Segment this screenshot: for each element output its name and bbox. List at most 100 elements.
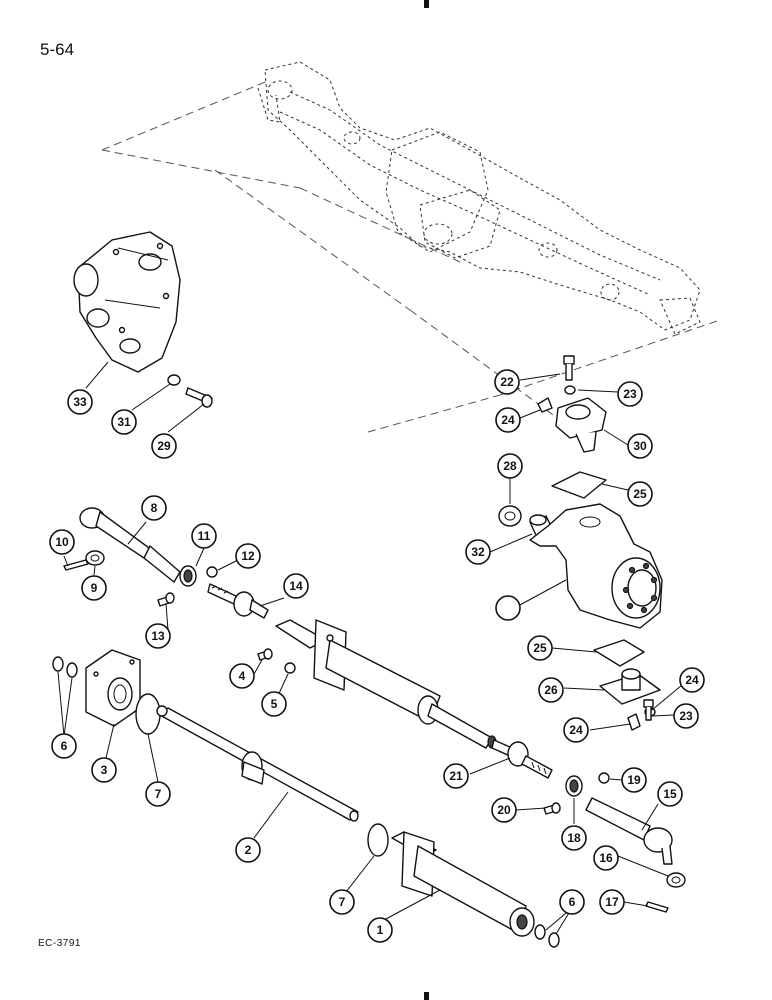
- part-10-cotter-pin-left: [63, 559, 89, 571]
- part-16-nut-right: [666, 872, 686, 888]
- part-23-washer-upper: [564, 385, 576, 395]
- svg-text:3: 3: [101, 763, 108, 777]
- part-21-ball-joint-right: [491, 739, 553, 779]
- part-24-grease-nipple-upper: [537, 397, 553, 413]
- callout-14: 14: [283, 573, 309, 599]
- svg-text:26: 26: [544, 683, 558, 697]
- svg-text:23: 23: [623, 387, 637, 401]
- svg-text:25: 25: [633, 487, 647, 501]
- callout-21: 21: [443, 763, 469, 789]
- callout-3: 3: [91, 757, 117, 783]
- callout-28: 29: [151, 433, 177, 459]
- svg-text:5: 5: [271, 697, 278, 711]
- page-number: 5-64: [40, 40, 75, 59]
- part-26-pivot-pin-lower: [599, 668, 661, 705]
- callout-7-right: 7: [329, 889, 355, 915]
- svg-text:25: 25: [533, 641, 547, 655]
- callout-12: 12: [235, 543, 261, 569]
- svg-text:16: 16: [599, 851, 613, 865]
- part-27-seal: [498, 505, 522, 527]
- callout-11: 11: [191, 523, 217, 549]
- svg-text:7: 7: [339, 895, 346, 909]
- svg-text:1: 1: [377, 923, 384, 937]
- svg-text:7: 7: [155, 787, 162, 801]
- part-6-o-rings-right: [534, 924, 560, 948]
- svg-text:4: 4: [239, 669, 246, 683]
- callout-2: 2: [235, 837, 261, 863]
- callout-22-upper: 22: [494, 369, 520, 395]
- callout-17: 17: [599, 889, 625, 915]
- part-2-piston-rod: [156, 705, 359, 822]
- callout-25-lower: 25: [527, 635, 553, 661]
- svg-text:24: 24: [501, 413, 515, 427]
- top-registration-mark: [424, 0, 429, 8]
- callout-7-left: 7: [145, 781, 171, 807]
- callout-19: 19: [621, 767, 647, 793]
- part-20-bolt-right: [543, 802, 561, 815]
- callout-32: 33: [67, 389, 93, 415]
- callout-15: 15: [657, 781, 683, 807]
- svg-text:22: 22: [500, 375, 514, 389]
- part-12-nut-left: [206, 566, 218, 578]
- part-11-clamp-left: [179, 565, 197, 587]
- callout-33: [495, 595, 521, 621]
- callout-24-lower: 24: [563, 717, 589, 743]
- callout-6-right: 6: [559, 889, 585, 915]
- svg-text:24: 24: [569, 723, 583, 737]
- callout-1: 1: [367, 917, 393, 943]
- callout-4: 4: [229, 663, 255, 689]
- callout-16: 16: [593, 845, 619, 871]
- part-6-o-rings-left: [52, 656, 78, 678]
- part-25-shim-upper: [551, 471, 607, 499]
- part-7-seal-ring-right: [367, 823, 389, 857]
- callout-8: 8: [141, 495, 167, 521]
- part-32-housing: [73, 231, 181, 373]
- part-3-end-cap: [85, 649, 141, 727]
- svg-text:9: 9: [91, 581, 98, 595]
- callout-13: 13: [145, 623, 171, 649]
- part-14-ball-joint-left: [207, 583, 269, 619]
- callout-18: 18: [561, 825, 587, 851]
- svg-text:18: 18: [567, 831, 581, 845]
- part-19-nut-right: [598, 772, 610, 784]
- callout-30: 30: [627, 433, 653, 459]
- part-25-shim-lower: [593, 639, 645, 667]
- part-8-tie-rod-end-left: [79, 507, 181, 583]
- svg-text:6: 6: [569, 895, 576, 909]
- callout-20: 20: [491, 797, 517, 823]
- callout-6-left: 6: [51, 733, 77, 759]
- part-5-washer: [284, 662, 296, 674]
- svg-text:29: 29: [157, 439, 171, 453]
- callout-5: 5: [261, 691, 287, 717]
- part-4-bolt: [257, 648, 273, 661]
- svg-text:30: 30: [633, 439, 647, 453]
- svg-text:24: 24: [685, 673, 699, 687]
- callouts: 33 31 29 22 23 24 30 28 25 32 8 10 11 12…: [49, 369, 705, 943]
- part-22-bolt-lower: [643, 699, 654, 721]
- svg-text:33: 33: [73, 395, 87, 409]
- svg-text:11: 11: [198, 529, 211, 543]
- steering-cylinder-barrel: [275, 619, 497, 749]
- callout-27: 28: [497, 453, 523, 479]
- svg-text:28: 28: [503, 459, 517, 473]
- part-7-seal-ring-left: [135, 693, 161, 735]
- part-22-bolt-upper: [563, 355, 575, 381]
- callout-31: 32: [465, 539, 491, 565]
- callout-10: 10: [49, 529, 75, 555]
- part-29-washer: [167, 374, 181, 386]
- part-9-nut-left: [85, 550, 105, 566]
- callout-23-upper: 23: [617, 381, 643, 407]
- svg-text:32: 32: [471, 545, 485, 559]
- svg-text:14: 14: [289, 579, 303, 593]
- svg-text:31: 31: [117, 415, 131, 429]
- bottom-registration-mark: [424, 992, 429, 1000]
- svg-text:13: 13: [151, 629, 165, 643]
- part-33-steering-knuckle: [529, 503, 663, 629]
- part-24-grease-nipple-lower: [627, 713, 641, 731]
- callout-26: 26: [538, 677, 564, 703]
- svg-text:6: 6: [61, 739, 68, 753]
- svg-text:8: 8: [151, 501, 158, 515]
- callout-25-upper: 25: [627, 481, 653, 507]
- svg-text:2: 2: [245, 843, 252, 857]
